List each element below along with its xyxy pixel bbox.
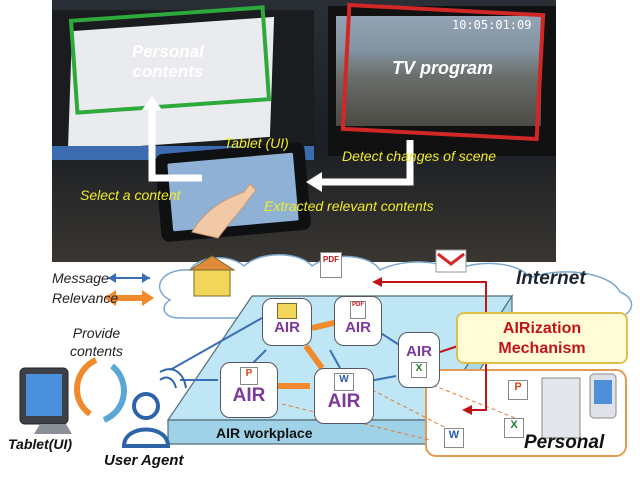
legend-relevance-head-left	[104, 290, 116, 306]
air-label: AIR	[274, 319, 300, 336]
personal-contents-label: Personal contents	[132, 42, 204, 82]
personal-contents-line2: contents	[132, 62, 204, 81]
pdf-small-icon: PDF	[350, 301, 366, 319]
tablet-stand	[34, 424, 72, 434]
air-node-excel: AIR X	[398, 332, 440, 388]
legend-relevance-label: Relevance	[52, 290, 119, 306]
arrowhead-up	[142, 96, 162, 110]
building-small-icon	[277, 303, 297, 319]
right-monitor	[328, 6, 556, 156]
airization-mechanism-box: AIRization Mechanism	[456, 312, 628, 364]
airization-arrow-to-personal	[470, 360, 487, 411]
legend-relevance-head-right	[142, 290, 154, 306]
relevance-arrow-1	[311, 319, 339, 331]
building-icon	[193, 269, 231, 297]
demo-photo: 10:05:01:09 Personal contents TV program…	[52, 0, 556, 262]
photo-arrows	[142, 96, 414, 239]
air-label: AIR	[345, 319, 371, 336]
tv-program-label: TV program	[392, 58, 494, 78]
left-monitor	[52, 10, 314, 160]
air-label: AIR	[232, 385, 266, 406]
message-arrow-6	[169, 317, 263, 371]
legend-message-head-right	[142, 273, 150, 283]
pda-screen	[594, 380, 612, 404]
personal-contents-line1: Personal	[132, 42, 204, 61]
provide-contents-label: Provide contents	[70, 324, 123, 360]
excel-icon: X	[411, 362, 427, 378]
airization-arrow-to-internet	[380, 281, 487, 312]
tv-screen	[336, 16, 541, 126]
select-content-arrow	[148, 108, 202, 182]
tablet-ui-label: Tablet(UI)	[8, 436, 73, 452]
mail-icon	[435, 249, 467, 273]
air-label: AIR	[327, 391, 361, 412]
air-workplace-label: AIR workplace	[216, 425, 313, 441]
signal-waves-outer	[159, 368, 187, 389]
pdf-icon: PDF	[320, 252, 342, 278]
user-agent-label: User Agent	[104, 452, 184, 469]
mail-icon-m	[437, 252, 465, 266]
select-content-caption: Select a content	[80, 187, 181, 203]
personal-word-icon: W	[444, 428, 464, 448]
user-agent-body	[121, 427, 171, 448]
air-node-pdf: PDF AIR	[334, 296, 382, 346]
detect-changes-caption: Detect changes of scene	[342, 148, 497, 164]
user-agent-icon	[132, 392, 160, 420]
message-arrow-3	[251, 349, 267, 365]
arrowhead-left	[306, 172, 322, 192]
tablet-device-screen	[26, 374, 62, 416]
air-node-powerpoint: P AIR	[220, 362, 278, 418]
legend-message-label: Message	[52, 270, 109, 286]
personal-label: Personal	[524, 432, 605, 453]
airization-line1: AIRization	[502, 320, 582, 337]
personal-powerpoint-icon: P	[508, 380, 528, 400]
pdf-small-label: PDF	[352, 302, 364, 308]
building-roof	[188, 255, 236, 271]
provide-line2: contents	[70, 343, 123, 359]
airization-head-personal	[462, 405, 472, 415]
legend-message-head-left	[108, 273, 116, 283]
relevance-arrow-3	[303, 344, 325, 370]
airization-head-internet	[372, 277, 382, 287]
powerpoint-icon: P	[240, 367, 258, 385]
air-node-building: AIR	[262, 298, 312, 346]
tablet-ui-caption: Tablet (UI)	[224, 135, 289, 151]
detect-changes-arrow	[320, 140, 414, 186]
pointing-hand-icon	[191, 183, 257, 239]
air-node-word: W AIR	[314, 368, 374, 424]
dashed-link-2	[419, 379, 521, 421]
air-label: AIR	[406, 343, 432, 360]
dashed-link-1	[371, 389, 451, 431]
provide-arrow-orange	[74, 357, 98, 417]
provide-arrow-blue	[102, 363, 127, 423]
word-icon: W	[334, 373, 354, 391]
personal-excel-icon: X	[504, 418, 524, 438]
tv-time: 10:05:01:09	[452, 18, 532, 32]
provide-line1: Provide	[72, 325, 121, 341]
internet-label: Internet	[516, 268, 586, 289]
airization-line2: Mechanism	[498, 340, 586, 357]
dashed-link-3	[281, 403, 431, 441]
signal-waves-icon	[159, 376, 177, 389]
pc-tower-icon	[541, 377, 581, 439]
extracted-contents-caption: Extracted relevant contents	[264, 198, 434, 214]
pdf-icon-label: PDF	[323, 255, 339, 264]
message-arrow-4	[329, 349, 341, 369]
